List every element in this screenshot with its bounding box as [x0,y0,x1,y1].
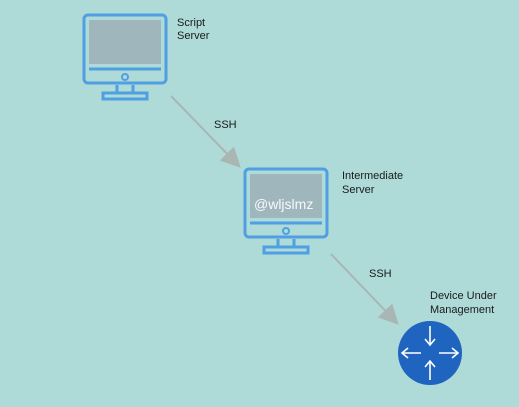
intermediate-server-monitor-icon[interactable] [243,167,329,255]
ssh-label-1: SSH [214,119,237,131]
ssh-connection-2 [330,253,399,325]
script-server-label-line1: Script [177,17,206,29]
ssh-connection-1 [170,95,241,168]
script-server-monitor-icon[interactable] [82,13,168,101]
intermediate-server-label-line2: Server [342,184,375,196]
intermediate-server-label-line1: Intermediate [342,170,404,182]
ssh-label-2: SSH [369,268,392,280]
watermark-text: @wljslmz [254,196,314,212]
router-icon[interactable] [397,320,463,386]
script-server-label-line2: Server [177,30,210,42]
device-label-line2: Management [430,304,495,316]
device-label-line1: Device Under [430,290,497,302]
